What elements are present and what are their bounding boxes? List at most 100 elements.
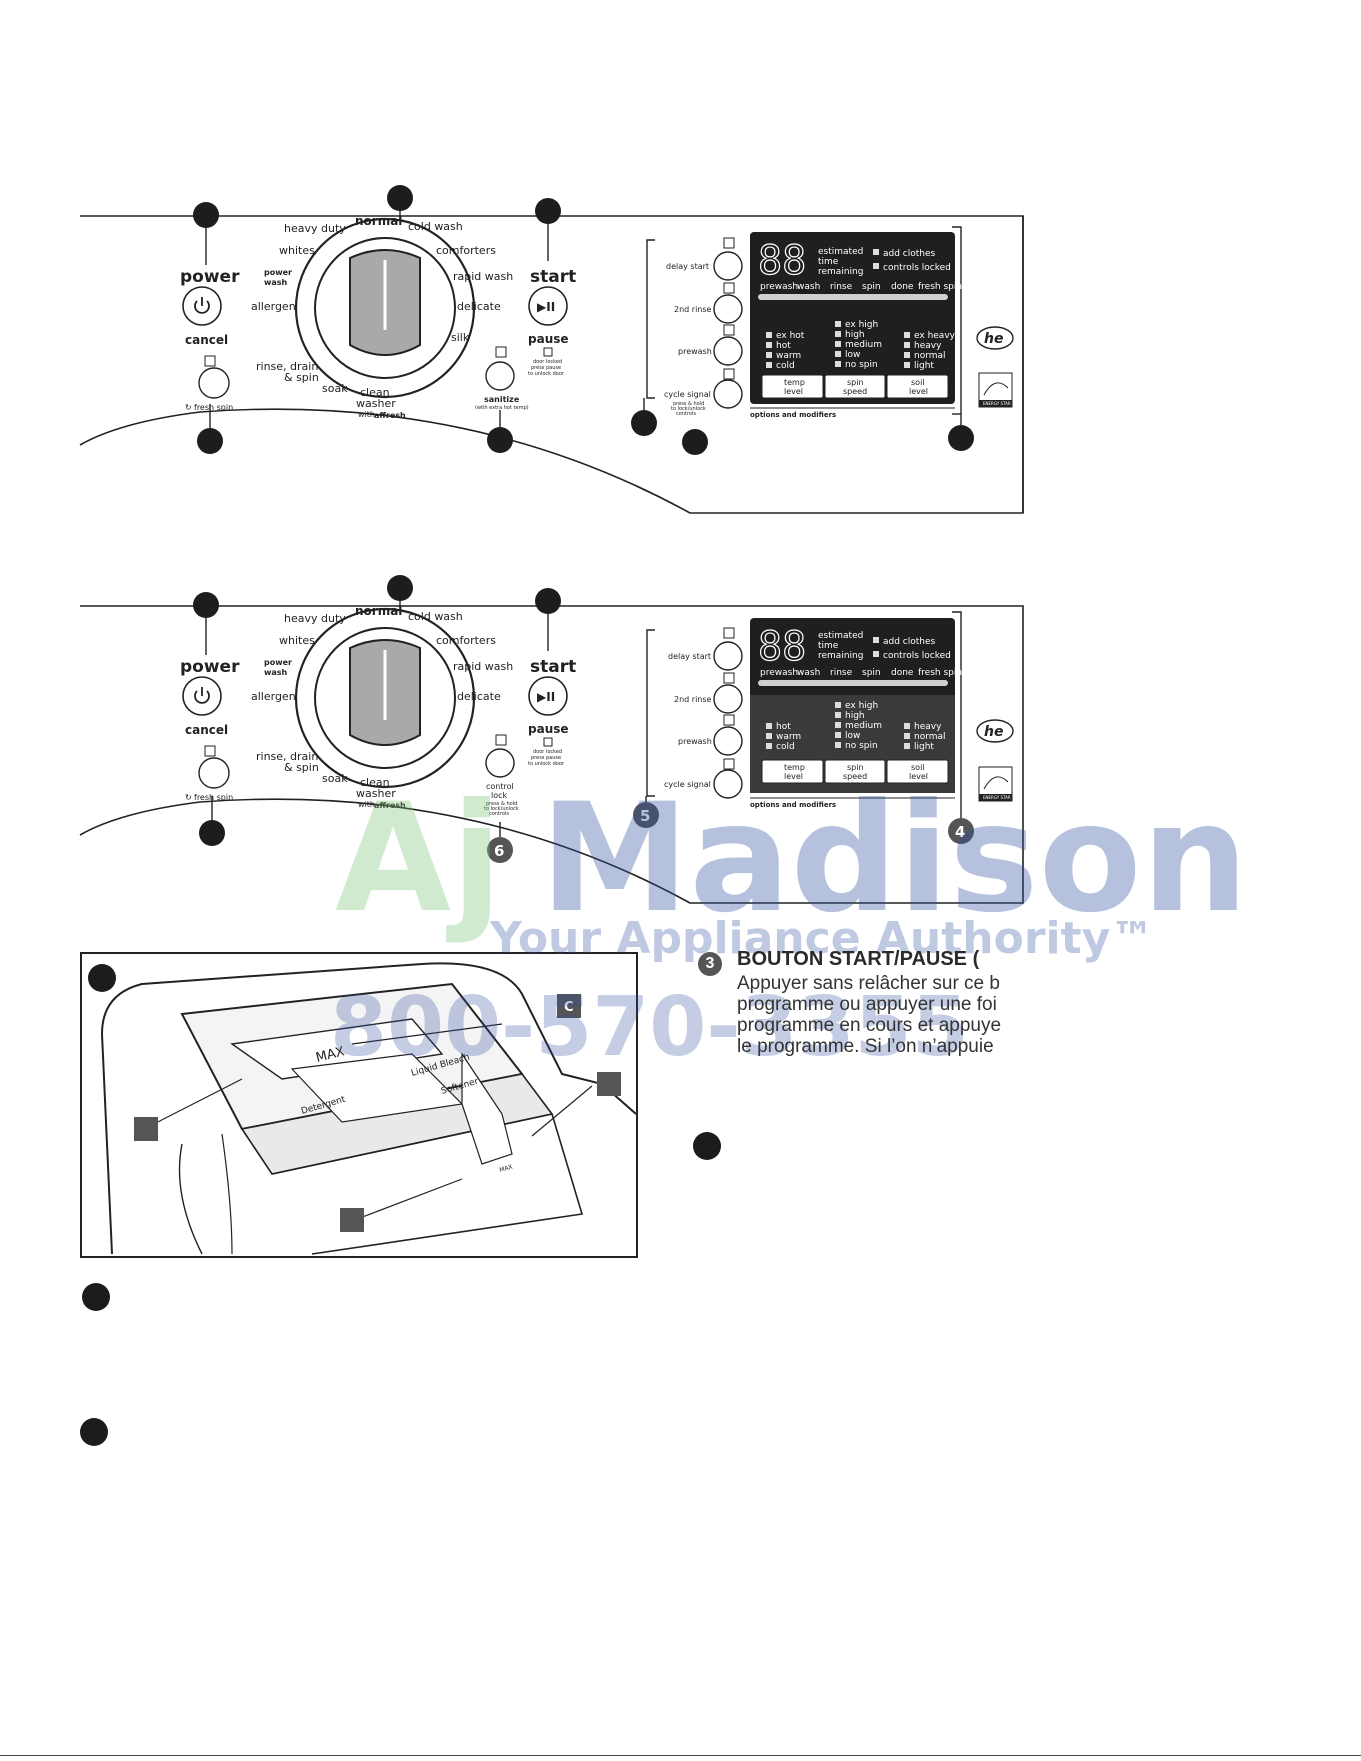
- svg-text:delay start: delay start: [668, 652, 711, 661]
- svg-text:cold: cold: [776, 742, 795, 752]
- section-3-heading: BOUTON START/PAUSE (: [737, 948, 980, 970]
- fresh-spin-label-2: fresh spin: [194, 793, 233, 802]
- prewash-label: prewash: [678, 347, 712, 356]
- svg-text:he: he: [984, 724, 1003, 740]
- control-lock-button[interactable]: [485, 748, 515, 778]
- temp-list: ex hot hot warm cold: [766, 331, 805, 371]
- pause-label: pause: [528, 332, 569, 346]
- cycle-dial[interactable]: [294, 217, 476, 399]
- stage-wash: wash: [797, 282, 820, 292]
- dial-soak: soak: [322, 382, 348, 395]
- svg-text:temp: temp: [784, 378, 805, 387]
- svg-text:normal: normal: [914, 732, 946, 742]
- fresh-spin-indicator: [204, 355, 216, 367]
- callout-dispenser: [88, 964, 116, 992]
- page-bottom-rule: [0, 1755, 1361, 1756]
- fresh-spin-button[interactable]: [198, 367, 230, 399]
- svg-text:press & hold: press & hold: [486, 801, 517, 807]
- section-3-line-2: programme ou appuyer une foi: [737, 994, 997, 1015]
- power-label-2: power: [180, 657, 240, 677]
- power-icon: [194, 297, 210, 314]
- option-prewash[interactable]: [713, 324, 743, 366]
- spin-speed-button-2[interactable]: spin speed: [824, 759, 886, 784]
- label-square-b: [340, 1208, 364, 1232]
- cycle-dial-2[interactable]: [294, 607, 476, 789]
- stage-spin: spin: [862, 282, 881, 292]
- sanitize-button[interactable]: [485, 361, 515, 391]
- svg-text:fresh spin: fresh spin: [918, 668, 962, 678]
- svg-text:heavy duty: heavy duty: [284, 612, 346, 625]
- energy-star-logo: ENERGY STAR: [978, 372, 1013, 408]
- svg-text:temp: temp: [784, 763, 805, 772]
- option-delay-start-2[interactable]: [713, 641, 743, 671]
- callout-four: 4: [948, 611, 974, 844]
- power-icon: [194, 687, 210, 704]
- option-cycle-signal[interactable]: [713, 368, 743, 409]
- power-label: power: [180, 267, 240, 287]
- svg-text:affresh: affresh: [374, 801, 406, 810]
- option-second-rinse-2[interactable]: [713, 684, 743, 714]
- svg-text:medium: medium: [845, 340, 882, 350]
- dial-cold-wash: cold wash: [408, 220, 463, 233]
- svg-text:spin: spin: [847, 763, 864, 772]
- svg-text:cycle signal: cycle signal: [664, 780, 711, 789]
- svg-text:C: C: [564, 1000, 574, 1015]
- door-locked-2: press pause: [531, 365, 561, 371]
- svg-text:ex heavy: ex heavy: [914, 331, 956, 341]
- svg-text:high: high: [845, 330, 865, 340]
- spin-speed-button[interactable]: spin speed: [824, 374, 886, 399]
- svg-text:normal: normal: [355, 604, 402, 618]
- svg-text:delicate: delicate: [457, 690, 501, 703]
- door-locked-3: to unlock door: [528, 371, 565, 377]
- svg-text:soil: soil: [911, 763, 925, 772]
- option-cycle-signal-2[interactable]: [713, 769, 743, 799]
- svg-text:power: power: [264, 658, 292, 667]
- soil-level-button[interactable]: soil level: [886, 374, 949, 399]
- svg-text:spin: spin: [847, 378, 864, 387]
- soil-level-button-2[interactable]: soil level: [886, 759, 949, 784]
- display-panel: 88 estimated time remaining add clothes …: [750, 232, 962, 404]
- callout-six: 6: [487, 822, 513, 863]
- temp-level-button[interactable]: temp level: [761, 374, 824, 399]
- callout-sanitize: [487, 410, 513, 453]
- svg-text:time: time: [818, 641, 839, 651]
- dial-rapid-wash: rapid wash: [453, 270, 513, 283]
- control-panel-bottom: 5 6 4 power cancel ↻ fresh spin normal h…: [0, 560, 1361, 920]
- section-3-line-1: Appuyer sans relâcher sur ce b: [737, 973, 1000, 994]
- fresh-spin-button-2[interactable]: [198, 757, 230, 789]
- option-delay-start[interactable]: [713, 237, 743, 281]
- svg-text:level: level: [909, 387, 928, 396]
- dispenser-illustration: MAX Liquid Bleach Softener Detergent MAX…: [80, 952, 638, 1258]
- max-label: MAX: [314, 1044, 346, 1066]
- svg-text:ENERGY STAR: ENERGY STAR: [983, 401, 1011, 406]
- start-pause-button-2[interactable]: [528, 676, 568, 716]
- callout-section-4: [693, 1132, 721, 1160]
- svg-text:level: level: [909, 772, 928, 781]
- svg-text:soil: soil: [911, 378, 925, 387]
- svg-text:washer: washer: [356, 787, 396, 800]
- svg-text:hot: hot: [776, 341, 791, 351]
- he-logo: he: [976, 326, 1014, 350]
- svg-text:rinse: rinse: [830, 668, 853, 678]
- svg-text:heavy: heavy: [914, 341, 942, 351]
- dial-normal: normal: [355, 214, 402, 228]
- fresh-spin-icon: ↻: [185, 793, 192, 802]
- svg-text:add clothes: add clothes: [883, 637, 936, 647]
- option-prewash-2[interactable]: [713, 726, 743, 756]
- dial-rinse-drain-2: & spin: [284, 371, 319, 384]
- dial-allergen: allergen: [251, 300, 296, 313]
- svg-text:spin: spin: [862, 668, 881, 678]
- temp-level-button-2[interactable]: temp level: [761, 759, 824, 784]
- option-second-rinse[interactable]: [713, 282, 743, 324]
- dial-clean-washer-2: washer: [356, 397, 396, 410]
- svg-text:controls locked: controls locked: [883, 651, 951, 661]
- start-label: start: [530, 267, 576, 287]
- display-panel-2: 88 estimated time remaining add clothes …: [750, 618, 962, 793]
- svg-text:low: low: [845, 350, 860, 360]
- svg-text:6: 6: [494, 842, 504, 860]
- svg-text:level: level: [784, 387, 803, 396]
- svg-text:prewash: prewash: [760, 668, 798, 678]
- svg-text:press pause: press pause: [531, 755, 561, 761]
- start-pause-button[interactable]: [528, 286, 568, 326]
- svg-text:medium: medium: [845, 721, 882, 731]
